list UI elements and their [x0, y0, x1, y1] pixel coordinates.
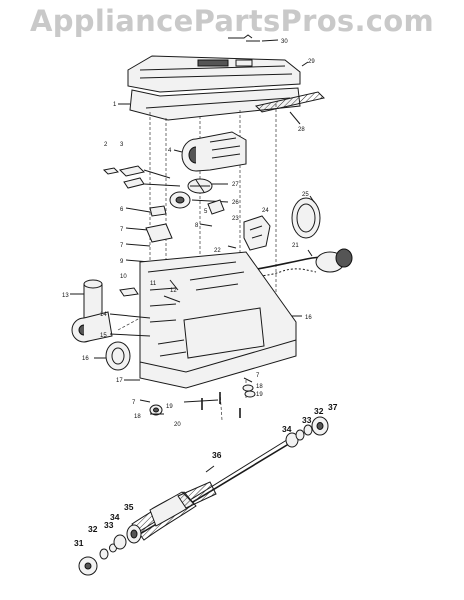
label-20: 20	[174, 422, 181, 428]
part-16-wheel-left	[94, 341, 131, 371]
label-28: 28	[298, 127, 305, 133]
label-2: 2	[104, 142, 108, 148]
parts-31-35-left-end	[78, 524, 142, 576]
part-26-fan-housing	[169, 191, 229, 209]
part-21-hose	[235, 248, 353, 277]
label-22: 22	[214, 248, 221, 254]
part-4-motor	[173, 131, 247, 172]
part-10-15-internal	[109, 279, 181, 337]
label-27: 27	[232, 182, 239, 188]
label-34b: 34	[282, 424, 292, 434]
part-25-belt-ring	[291, 195, 321, 239]
part-28-bumper	[255, 91, 325, 125]
part-29-top-cover	[127, 55, 309, 93]
part-17-base-housing	[124, 251, 297, 389]
label-7d: 7	[132, 400, 136, 406]
part-18-19-right	[242, 377, 256, 398]
label-6: 6	[120, 207, 124, 213]
label-19b: 19	[256, 392, 263, 398]
label-19a: 19	[166, 404, 173, 410]
label-30: 30	[281, 39, 288, 45]
label-7b: 7	[120, 243, 124, 249]
label-10: 10	[120, 274, 127, 280]
part-23-24-bracket	[227, 215, 271, 251]
part-30-clip	[228, 34, 279, 42]
part-labels: 30 29 1 28 2 3 4 27 26 25 6 5 23 24 7 8 …	[62, 39, 338, 548]
label-35: 35	[124, 502, 134, 512]
part-18-19-left	[139, 399, 164, 416]
label-18a: 18	[134, 414, 141, 420]
label-5: 5	[204, 209, 208, 215]
label-4: 4	[168, 148, 172, 154]
label-16b: 16	[305, 315, 312, 321]
part-5-bracket	[207, 199, 225, 215]
label-7c: 7	[256, 373, 260, 379]
label-7a: 7	[120, 227, 124, 233]
label-32a: 32	[88, 524, 98, 534]
label-16a: 16	[82, 356, 89, 362]
label-9: 9	[120, 259, 124, 265]
label-13: 13	[62, 293, 69, 299]
label-23: 23	[232, 216, 239, 222]
label-15: 15	[100, 333, 107, 339]
part-27-fan	[187, 178, 228, 194]
part-20-screws	[183, 392, 241, 418]
part-2-3-switch	[102, 165, 181, 189]
label-33a: 33	[104, 520, 114, 530]
parts-32-37-right-end	[285, 416, 329, 448]
part-6-8-hardware	[125, 205, 213, 263]
part-1-hood	[118, 87, 301, 121]
label-31: 31	[74, 538, 84, 548]
label-25: 25	[302, 192, 309, 198]
label-11: 11	[150, 281, 157, 287]
label-37: 37	[328, 402, 338, 412]
label-3: 3	[120, 142, 124, 148]
watermark-text: AppliancePartsPros.com	[29, 4, 435, 38]
label-1: 1	[113, 102, 117, 108]
label-14: 14	[100, 312, 107, 318]
label-26: 26	[232, 200, 239, 206]
label-32b: 32	[314, 406, 324, 416]
label-8: 8	[195, 223, 199, 229]
label-21: 21	[292, 243, 299, 249]
label-17: 17	[116, 378, 123, 384]
label-24: 24	[262, 208, 269, 214]
part-13-tool	[70, 279, 113, 343]
label-12: 12	[170, 288, 177, 294]
label-36: 36	[212, 450, 222, 460]
label-34a: 34	[110, 512, 120, 522]
label-33b: 33	[302, 415, 312, 425]
label-29: 29	[308, 59, 315, 65]
label-18b: 18	[256, 384, 263, 390]
brush-roll	[131, 481, 217, 541]
